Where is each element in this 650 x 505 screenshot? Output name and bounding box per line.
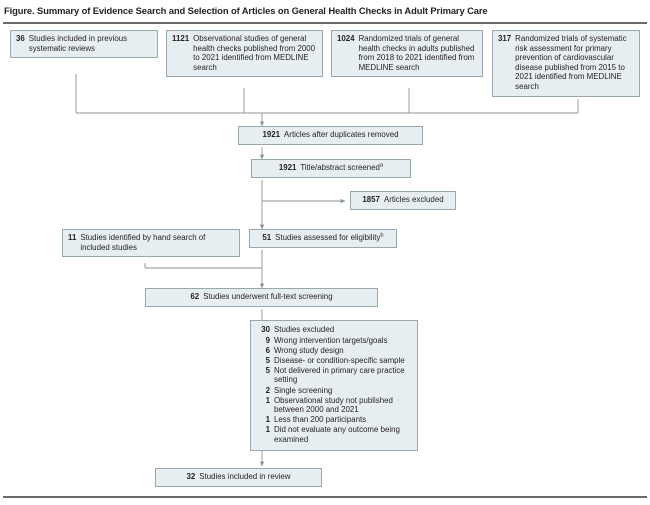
node-src1-text: Studies included in previous systematic … [28,34,128,53]
footnote-marker-b: b [380,232,384,239]
node-duplicates-removed: 1921 Articles after duplicates removed [238,126,423,145]
node-included-in-review-text: Studies included in review [199,472,291,481]
exclusion-reason-text: Wrong study design [274,345,344,355]
exclusion-reason-text: Did not evaluate any outcome being exami… [274,425,400,445]
node-full-text-screening-count: 62 [190,292,200,301]
exclusion-reason-count: 2 [265,385,270,395]
bottom-divider [3,496,647,498]
node-src2-text: Observational studies of general health … [193,34,316,72]
node-assessed-eligibility: 51 Studies assessed for eligibilityb [249,229,397,248]
node-studies-excluded: 30 Studies excluded 9 Wrong intervention… [250,320,418,451]
node-src2: 1121 Observational studies of general he… [166,30,323,78]
node-title-abstract-screened: 1921 Title/abstract screeneda [251,159,411,178]
node-src2-count: 1121 [172,34,190,43]
node-duplicates-removed-text: Articles after duplicates removed [284,130,399,139]
node-src1-count: 36 [16,34,25,43]
node-hand-search-text: Studies identified by hand search of inc… [80,233,206,252]
exclusion-reason-count: 9 [265,335,270,345]
exclusion-reason-text: Disease- or condition-specific sample [274,355,405,365]
exclusion-reason-count: 1 [265,415,270,425]
exclusion-reason-count: 1 [265,395,270,405]
node-title-abstract-screened-count: 1921 [278,163,297,172]
node-src4-text: Randomized trials of systematic risk ass… [515,34,627,91]
footnote-marker-a: a [379,162,384,169]
exclusion-reason-text: Single screening [274,385,333,395]
title-divider [3,22,647,24]
list-item: 1 Did not evaluate any outcome being exa… [257,425,412,444]
exclusion-reason-text: Not delivered in primary care practice s… [274,365,405,385]
exclusion-reason-count: 1 [265,425,270,435]
list-item: 5 Not delivered in primary care practice… [257,366,412,385]
exclusion-reason-count: 6 [265,345,270,355]
exclusion-reason-text: Less than 200 participants [274,415,367,425]
node-full-text-screening-text: Studies underwent full-text screening [203,292,333,301]
node-studies-excluded-text: Studies excluded [274,325,335,334]
node-articles-excluded-count: 1857 [362,195,380,204]
node-articles-excluded-text: Articles excluded [383,195,444,204]
exclusion-reason-text: Observational study not published betwee… [274,395,393,415]
node-full-text-screening: 62 Studies underwent full-text screening [145,288,378,307]
node-articles-excluded: 1857 Articles excluded [350,191,456,210]
list-item: 6 Wrong study design [257,346,412,356]
list-item: 1 Less than 200 participants [257,415,412,425]
list-item: 1 Observational study not published betw… [257,396,412,415]
node-included-in-review-count: 32 [186,472,196,481]
node-title-abstract-screened-text: Title/abstract screened [300,163,380,172]
exclusion-reason-list: 9 Wrong intervention targets/goals 6 Wro… [257,336,412,445]
node-hand-search-count: 11 [68,233,77,242]
node-hand-search: 11 Studies identified by hand search of … [62,229,240,258]
node-studies-excluded-count: 30 [261,325,270,334]
node-included-in-review: 32 Studies included in review [155,468,322,487]
list-item: 2 Single screening [257,386,412,396]
list-item: 9 Wrong intervention targets/goals [257,336,412,346]
node-src3-text: Randomized trials of general health chec… [358,34,475,72]
node-src4: 317 Randomized trials of systematic risk… [492,30,640,97]
node-assessed-eligibility-count: 51 [262,233,272,242]
exclusion-reason-count: 5 [265,355,270,365]
exclusion-reason-text: Wrong intervention targets/goals [274,335,388,345]
node-src3: 1024 Randomized trials of general health… [331,30,483,78]
page-title: Figure. Summary of Evidence Search and S… [4,5,488,16]
node-duplicates-removed-count: 1921 [262,130,281,139]
exclusion-reason-count: 5 [265,365,270,375]
node-src4-count: 317 [498,34,512,43]
list-item: 5 Disease- or condition-specific sample [257,356,412,366]
node-src3-count: 1024 [337,34,355,43]
node-assessed-eligibility-text: Studies assessed for eligibility [275,233,381,242]
node-src1: 36 Studies included in previous systemat… [10,30,158,59]
